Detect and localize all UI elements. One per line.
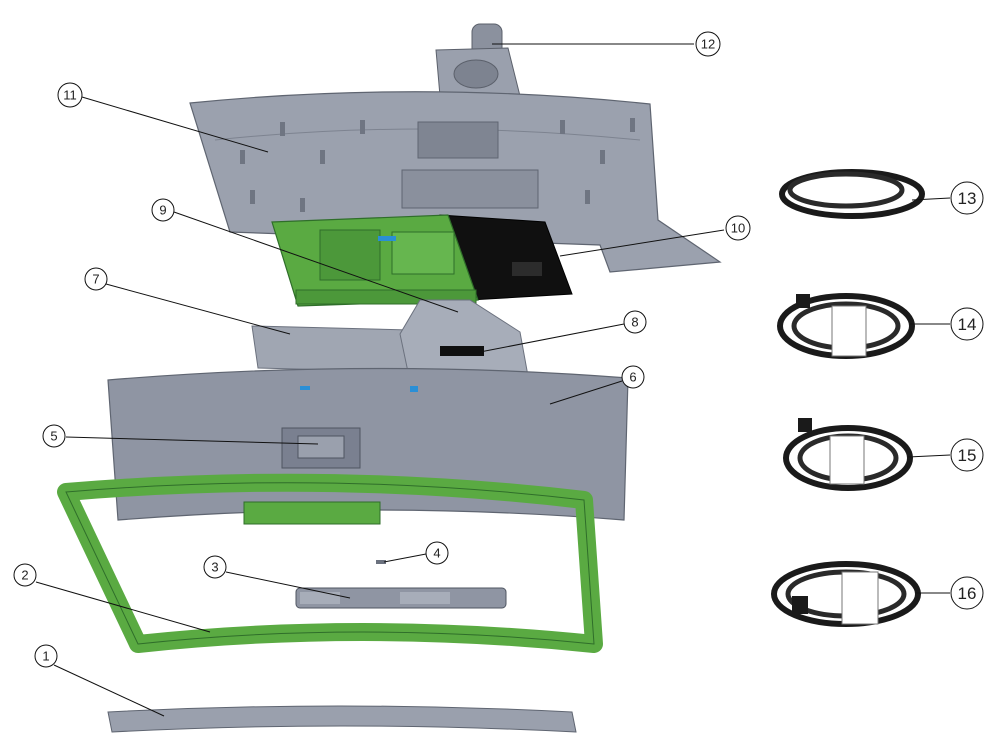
bottom-cover-strip	[107, 705, 577, 733]
callout-16: 16	[950, 576, 984, 610]
svg-text:15: 15	[958, 446, 977, 465]
mylar-sheet-right	[399, 299, 529, 377]
leader-line-2	[35, 581, 211, 633]
svg-text:8: 8	[631, 315, 638, 330]
leader-line-11	[81, 96, 269, 153]
callout-3: 3	[203, 555, 227, 579]
leader-line-4	[383, 553, 427, 563]
leader-lines	[35, 43, 951, 717]
callout-7: 7	[84, 267, 108, 291]
svg-text:9: 9	[159, 203, 166, 218]
displayport-cable	[771, 561, 921, 627]
callout-13: 13	[950, 181, 984, 215]
usb-cable	[777, 293, 915, 359]
callout-1: 1	[34, 644, 58, 668]
svg-text:14: 14	[958, 315, 977, 334]
svg-text:5: 5	[50, 429, 57, 444]
mylar-sheet-left	[251, 325, 413, 373]
main-board	[271, 214, 479, 307]
control-button-board	[295, 587, 507, 609]
front-bezel	[57, 473, 603, 653]
callout-9: 9	[151, 198, 175, 222]
svg-text:3: 3	[211, 560, 218, 575]
svg-text:13: 13	[958, 189, 977, 208]
svg-text:2: 2	[21, 568, 28, 583]
usb-c-cable	[783, 418, 913, 491]
power-cable	[779, 169, 925, 219]
stand-hinge	[435, 23, 521, 97]
stand-mount-bracket	[281, 427, 361, 469]
leader-line-10	[559, 229, 725, 257]
screw	[376, 560, 386, 564]
leader-line-7	[105, 283, 291, 335]
callout-12: 12	[695, 31, 721, 57]
callout-15: 15	[950, 438, 984, 472]
callout-5: 5	[42, 424, 66, 448]
callout-10: 10	[725, 215, 751, 241]
callouts: 1 2 3 4 5 6 7 8	[13, 31, 984, 668]
callout-11: 11	[57, 82, 83, 108]
leader-line-8	[479, 323, 625, 353]
svg-text:4: 4	[433, 546, 440, 561]
svg-text:6: 6	[629, 370, 636, 385]
leader-line-6	[549, 380, 623, 405]
svg-text:11: 11	[63, 88, 77, 103]
callout-6: 6	[621, 365, 645, 389]
leader-line-5	[65, 436, 319, 445]
callout-4: 4	[425, 541, 449, 565]
callout-2: 2	[13, 563, 37, 587]
svg-text:1: 1	[42, 649, 49, 664]
power-board	[439, 214, 573, 301]
leader-line-3	[225, 571, 351, 599]
callout-14: 14	[950, 307, 984, 341]
leader-line-15	[907, 454, 951, 458]
svg-text:16: 16	[958, 584, 977, 603]
leader-line-9	[173, 211, 459, 313]
svg-text:7: 7	[92, 272, 99, 287]
svg-text:10: 10	[731, 221, 745, 236]
callout-8: 8	[623, 310, 647, 334]
leader-line-1	[53, 664, 165, 717]
svg-text:12: 12	[701, 37, 715, 52]
leader-line-13	[911, 197, 951, 201]
